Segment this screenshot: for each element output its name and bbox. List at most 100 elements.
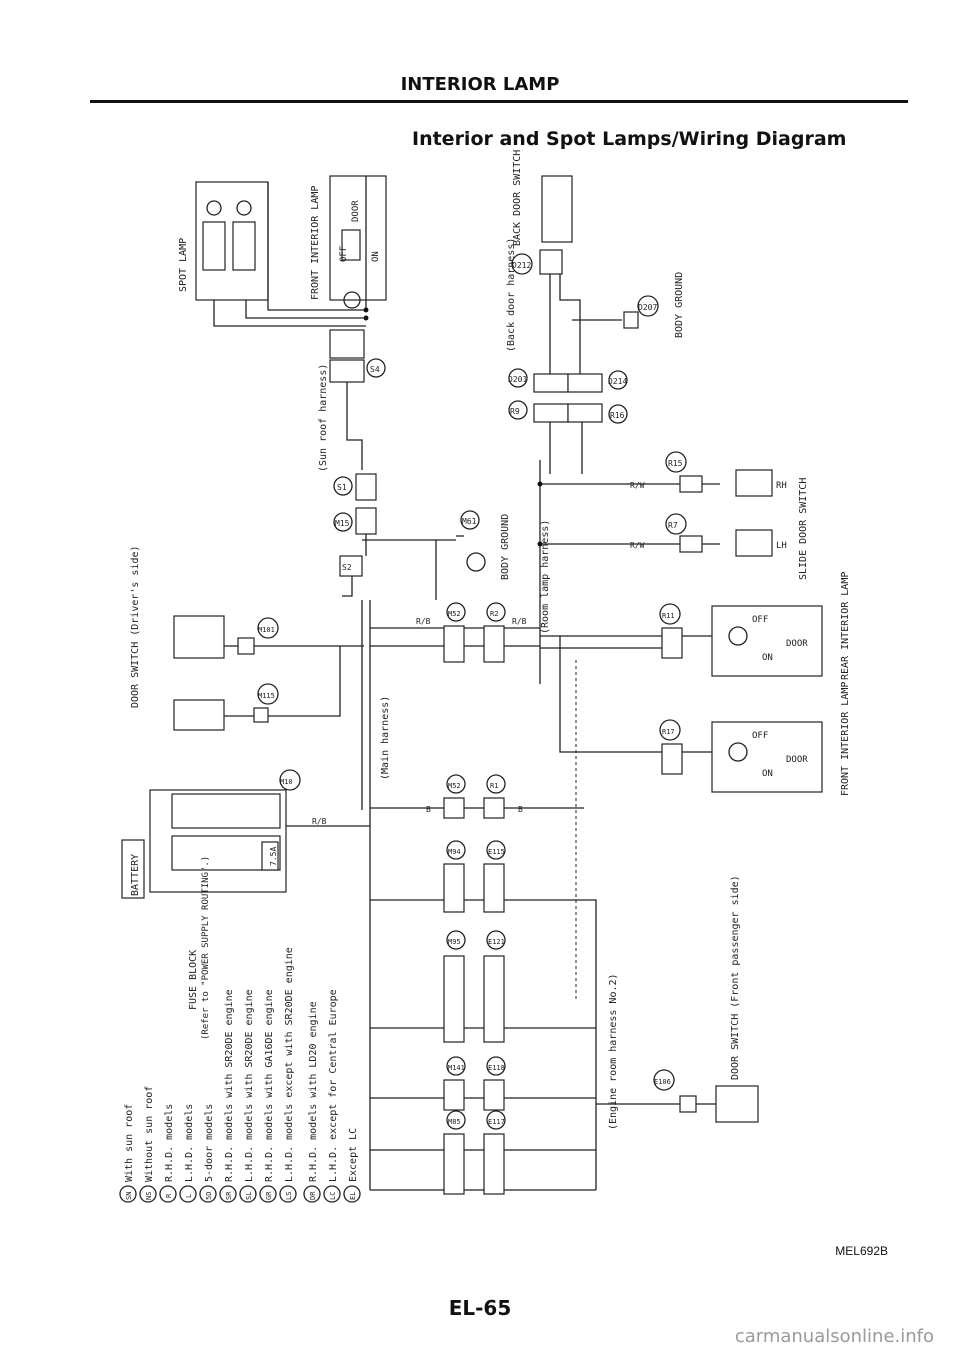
legend-code: R xyxy=(165,1193,173,1198)
back-door-switch-label: BACK DOOR SWITCH xyxy=(512,150,523,246)
connector-label: R11 xyxy=(662,612,675,620)
connector-label: M101 xyxy=(258,626,275,634)
wire-color-rw: R/W xyxy=(630,541,645,550)
legend-code: DR xyxy=(309,1191,317,1200)
legend-item: SL L.H.D. models with SR20DE engine xyxy=(239,989,257,1203)
legend-code: NS xyxy=(145,1192,153,1200)
diagram-title: Interior and Spot Lamps/Wiring Diagram xyxy=(412,128,847,150)
legend-item: LC L.H.D. except for Central Europe xyxy=(323,989,341,1203)
driver-door-switch-label: DOOR SWITCH (Driver's side) xyxy=(130,545,141,708)
legend-item: DR R.H.D. models with LD20 engine xyxy=(303,1001,321,1203)
legend-item: 5D 5-door models xyxy=(199,1104,217,1203)
legend-text: R.H.D. models with GA16DE engine xyxy=(264,989,275,1182)
legend-text: Without sun roof xyxy=(144,1086,155,1182)
legend-text: R.H.D. models with SR20DE engine xyxy=(224,989,235,1182)
connector-label: M95 xyxy=(448,938,461,946)
connector-label: R1 xyxy=(490,782,498,790)
junction-r1: R1 xyxy=(483,774,506,819)
main-harness-label: (Main harness) xyxy=(380,696,391,780)
title-rule xyxy=(90,100,908,103)
engine-room-harness-label: (Engine room harness No.2) xyxy=(608,973,619,1130)
front-passenger-door-switch: E106 DOOR SWITCH (Front passenger side) xyxy=(653,875,759,1123)
sunroof-connector-s2: S2 xyxy=(339,555,363,577)
watermark: carmanualsonline.info xyxy=(734,1326,934,1347)
fuse-block: 7.5A M10 xyxy=(149,769,301,893)
fuse-block-note: (Refer to "POWER SUPPLY ROUTING".) xyxy=(201,856,211,1040)
battery-label: BATTERY xyxy=(130,854,141,896)
sunroof-connector-m15: M15 xyxy=(333,507,377,535)
connector-label: S1 xyxy=(337,483,347,492)
rear-lamp-switch-on: ON xyxy=(762,653,773,663)
legend-code: SN xyxy=(125,1192,133,1200)
legend-item: SR R.H.D. models with SR20DE engine xyxy=(219,989,237,1203)
connector-label: M61 xyxy=(462,517,477,526)
body-ground-right: D207 BODY GROUND xyxy=(623,272,685,338)
legend-text: L.H.D. models xyxy=(184,1104,195,1182)
rear-interior-lamp: R11 OFF DOOR ON REAR INTERIOR LAMP xyxy=(659,572,851,680)
spot-lamp: SPOT LAMP xyxy=(178,181,269,301)
front-lamp-switch-on: ON xyxy=(371,251,381,262)
connector-label: D212 xyxy=(512,261,531,270)
front-lamp-switch-door: DOOR xyxy=(351,200,361,222)
connector-label: E115 xyxy=(488,848,505,856)
front-lamp-mid-switch-on: ON xyxy=(762,769,773,779)
connector-label: E118 xyxy=(488,1064,505,1072)
page-number: EL-65 xyxy=(448,1296,512,1320)
front-lamp-mid-switch-door: DOOR xyxy=(786,755,808,765)
legend-item: NS Without sun roof xyxy=(139,1086,157,1203)
front-lamp-mid-switch-off: OFF xyxy=(752,731,768,741)
connector-label: E106 xyxy=(654,1078,671,1086)
connector-label: D214 xyxy=(608,377,627,386)
front-interior-lamp-top: FRONT INTERIOR LAMP OFF DOOR ON xyxy=(310,175,387,309)
connector-label: R15 xyxy=(668,459,683,468)
legend-text: 5-door models xyxy=(204,1104,215,1182)
slide-door-switch-label: SLIDE DOOR SWITCH xyxy=(798,478,809,580)
legend-item: LS L.H.D. models except with SR20DE engi… xyxy=(279,947,297,1203)
body-ground-center: M61 BODY GROUND xyxy=(460,510,511,580)
back-door-switch: BACK DOOR SWITCH D212 (Back door harness… xyxy=(506,150,573,352)
legend-item: EL Except LC xyxy=(343,1128,361,1203)
connector-label: R2 xyxy=(490,610,498,618)
connector-m95-e121: M95 E121 xyxy=(443,930,506,1043)
legend-item: L L.H.D. models xyxy=(179,1104,197,1203)
connector-m141-e118: M141 E118 xyxy=(443,1056,506,1111)
legend-item: R R.H.D. models xyxy=(159,1104,177,1203)
sunroof-harness-label: (Sun roof harness) xyxy=(318,364,329,472)
front-interior-lamp-mid: R17 OFF DOOR ON FRONT INTERIOR LAMP xyxy=(659,682,851,796)
spot-lamp-label: SPOT LAMP xyxy=(178,238,189,292)
connector-label: R17 xyxy=(662,728,675,736)
legend-code: SL xyxy=(245,1192,253,1200)
back-door-connectors: D201 D214 R9 R16 xyxy=(508,368,628,424)
junction-m52-upper: M52 xyxy=(443,602,466,663)
battery: BATTERY xyxy=(121,839,145,899)
connector-label: D207 xyxy=(638,303,657,312)
connector-label: E121 xyxy=(488,938,505,946)
wire-color-rb-main: R/B xyxy=(312,817,327,826)
connector-label: M52 xyxy=(448,782,461,790)
sunroof-connector-s1: S1 xyxy=(333,473,377,501)
legend-text: L.H.D. models except with SR20DE engine xyxy=(284,947,295,1182)
legend-text: With sun roof xyxy=(124,1104,135,1182)
legend-item: SN With sun roof xyxy=(119,1104,137,1203)
front-interior-lamp-mid-label: FRONT INTERIOR LAMP xyxy=(840,682,851,796)
rear-lamp-switch-door: DOOR xyxy=(786,639,808,649)
connector-label: R9 xyxy=(510,407,520,416)
connector-label: M115 xyxy=(258,692,275,700)
junction-m52-lower: M52 xyxy=(443,774,466,819)
rear-interior-lamp-label: REAR INTERIOR LAMP xyxy=(840,572,851,680)
legend-text: R.H.D. models with LD20 engine xyxy=(308,1001,319,1182)
fuse-rating-label: 7.5A xyxy=(269,847,278,866)
legend-text: R.H.D. models xyxy=(164,1104,175,1182)
front-lamp-switch-off: OFF xyxy=(339,246,349,262)
wire-color-rw: R/W xyxy=(630,481,645,490)
rear-lamp-switch-off: OFF xyxy=(752,615,768,625)
back-door-harness-label: (Back door harness) xyxy=(506,238,517,352)
slide-door-switch-rh: R15 RH xyxy=(665,451,787,497)
body-ground-center-label: BODY GROUND xyxy=(500,514,511,580)
driver-door-switch: DOOR SWITCH (Driver's side) M101 M115 xyxy=(130,545,279,731)
connector-m94-e115: M94 E115 xyxy=(443,840,506,913)
legend-item: GR R.H.D. models with GA16DE engine xyxy=(259,989,277,1203)
slide-door-lh-label: LH xyxy=(776,541,787,551)
front-passenger-door-switch-label: DOOR SWITCH (Front passenger side) xyxy=(730,875,741,1080)
connector-label: D201 xyxy=(508,375,527,384)
